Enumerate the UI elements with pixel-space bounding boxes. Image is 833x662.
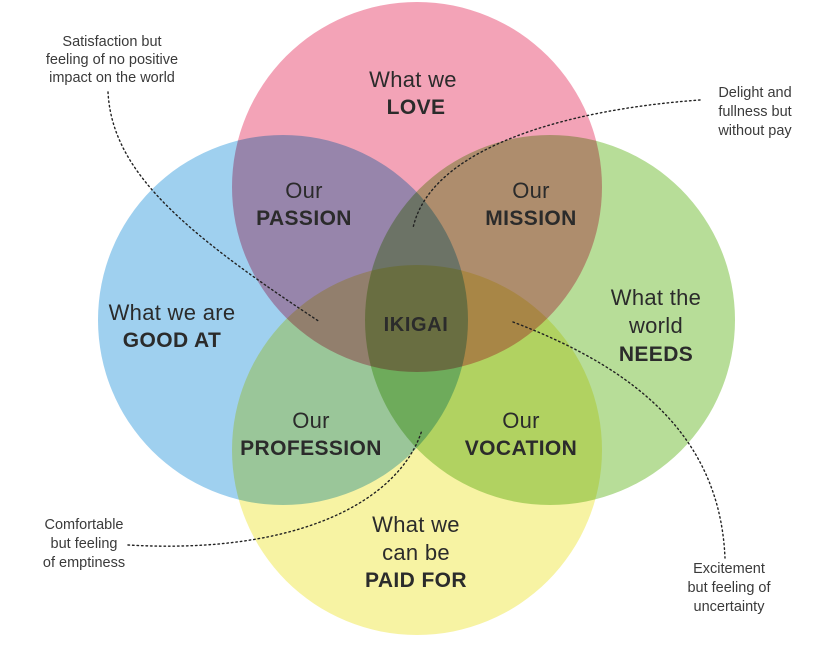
good-at-label-line1: What we are	[109, 300, 236, 325]
paid-for-label-line1: What we	[372, 512, 460, 537]
leader-top-left	[107, 91, 321, 323]
note-bottom-left-line1: Comfortable	[45, 517, 124, 533]
love-label-line1: What we	[369, 67, 457, 92]
good-at-label-line2: GOOD AT	[123, 329, 221, 352]
note-bottom-left-line2: but feeling	[51, 536, 118, 552]
note-top-right-line2: fullness but	[718, 104, 791, 120]
vocation-label-line1: Our	[502, 408, 540, 433]
paid-for-circle	[232, 265, 602, 635]
note-bottom-left-line3: of emptiness	[43, 555, 125, 571]
note-top-left-line3: impact on the world	[49, 70, 175, 86]
note-top-left-line1: Satisfaction but	[62, 34, 161, 50]
needs-label-line2: world	[628, 313, 683, 338]
mission-label-line2: MISSION	[485, 207, 576, 230]
needs-label-line3: NEEDS	[619, 343, 693, 366]
paid-for-label-line3: PAID FOR	[365, 569, 467, 592]
love-label-line2: LOVE	[387, 96, 446, 119]
paid-for-label-line2: can be	[382, 540, 450, 565]
note-top-right-line1: Delight and	[718, 85, 791, 101]
profession-label-line2: PROFESSION	[240, 437, 382, 460]
leader-bottom-right	[512, 321, 726, 559]
note-top-left-line2: feeling of no positive	[46, 52, 178, 68]
note-bottom-right-line3: uncertainty	[694, 599, 766, 615]
needs-label-line1: What the	[611, 285, 701, 310]
ikigai-label: IKIGAI	[384, 314, 449, 336]
leader-bottom-left	[127, 429, 423, 547]
note-top-right-line3: without pay	[717, 123, 792, 139]
leader-top-right	[412, 99, 701, 229]
passion-label-line2: PASSION	[256, 207, 352, 230]
profession-label-line1: Our	[292, 408, 330, 433]
passion-label-line1: Our	[285, 178, 323, 203]
note-bottom-right-line1: Excitement	[693, 561, 765, 577]
note-bottom-right-line2: but feeling of	[687, 580, 771, 596]
vocation-label-line2: VOCATION	[465, 437, 577, 460]
mission-label-line1: Our	[512, 178, 550, 203]
